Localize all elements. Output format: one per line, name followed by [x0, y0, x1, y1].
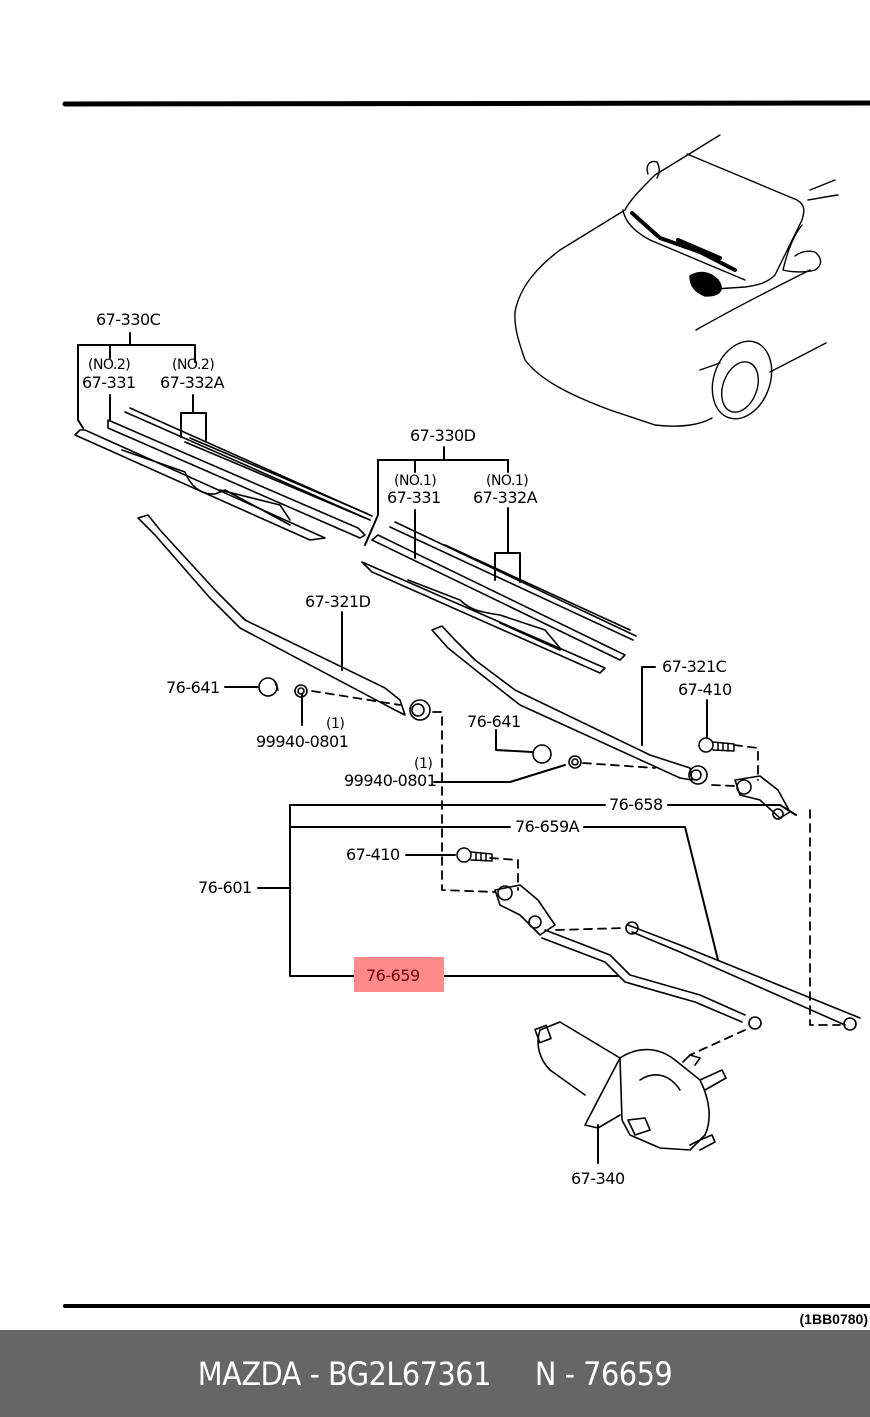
wiper-blade-no2 [74, 407, 373, 541]
callout-99940-0801-left[interactable]: 99940-0801 [256, 732, 349, 751]
highlight-box [354, 957, 444, 992]
dashed-connections [311, 690, 841, 1056]
footer-banner: MAZDA - BG2L67361 N - 76659 [0, 1330, 870, 1417]
callout-no2-blade-qualifier: (NO.2) [88, 357, 131, 373]
callout-99940-0801-mid[interactable]: 99940-0801 [344, 771, 437, 790]
callout-76-641-left[interactable]: 76-641 [166, 678, 220, 697]
footer-part-number: MAZDA - BG2L67361 [197, 1354, 492, 1393]
wiper-arm-right [431, 625, 708, 785]
top-rule [62, 100, 870, 107]
car-illustration [514, 134, 839, 427]
linkage-rods [541, 921, 861, 1031]
callout-67-410-mid[interactable]: 67-410 [346, 845, 400, 864]
callout-qty-mid: (1) [414, 756, 433, 772]
parts-diagram: 67-330C (NO.2) (NO.2) 67-331 67-332A 67-… [62, 100, 870, 1327]
callout-67-332A-no1[interactable]: 67-332A [473, 488, 538, 507]
callout-67-410-right[interactable]: 67-410 [678, 680, 732, 699]
diagram-drawing [62, 100, 870, 1308]
callout-no1-rubber-qualifier: (NO.1) [486, 473, 529, 489]
callout-76-641-right[interactable]: 76-641 [467, 712, 521, 731]
wiper-blade-no1 [361, 521, 637, 674]
callout-67-332A-no2[interactable]: 67-332A [160, 373, 225, 392]
wiper-arm-left [137, 514, 431, 721]
callout-67-331-no1[interactable]: 67-331 [387, 488, 441, 507]
callout-76-601[interactable]: 76-601 [198, 878, 252, 897]
leaders [77, 332, 797, 1164]
callout-76-659-highlighted[interactable]: 76-659 [366, 966, 420, 985]
callout-no1-blade-qualifier: (NO.1) [394, 473, 437, 489]
callout-qty-left: (1) [326, 716, 345, 732]
caps-nuts [258, 677, 582, 769]
callout-76-659A[interactable]: 76-659A [515, 817, 580, 836]
callout-76-658[interactable]: 76-658 [609, 795, 663, 814]
callout-67-340[interactable]: 67-340 [571, 1169, 625, 1188]
footer-oem-reference: N - 76659 [534, 1354, 673, 1393]
bolts [456, 737, 735, 863]
callout-67-330D[interactable]: 67-330D [410, 426, 476, 445]
diagram-reference-code: (1BB0780) [799, 1311, 868, 1327]
callout-no2-rubber-qualifier: (NO.2) [172, 357, 215, 373]
wiper-motor [534, 1021, 727, 1151]
callout-67-321C[interactable]: 67-321C [662, 657, 727, 676]
pivots [494, 775, 791, 936]
callout-67-321D[interactable]: 67-321D [305, 592, 371, 611]
callout-67-330C[interactable]: 67-330C [96, 310, 161, 329]
callout-67-331-no2[interactable]: 67-331 [82, 373, 136, 392]
